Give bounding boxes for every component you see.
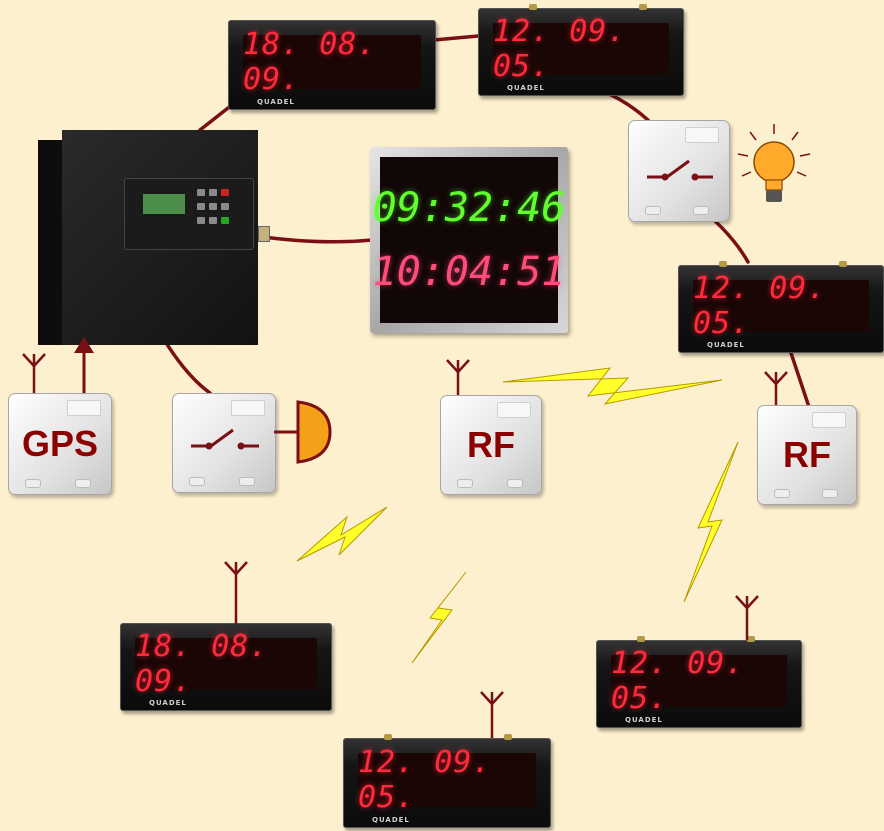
brand-label: QUADEL	[257, 98, 295, 106]
brand-label: QUADEL	[507, 84, 545, 92]
gps-receiver-box: GPS	[8, 393, 112, 495]
antenna-icon	[22, 353, 46, 396]
lightning-icon	[296, 506, 388, 562]
rf-receiver-box: RF	[757, 405, 857, 505]
led-display: 12. 09. 05. QUADEL	[596, 636, 802, 728]
control-panel	[124, 178, 254, 250]
antenna-icon	[480, 691, 504, 738]
lightning-icon	[683, 441, 739, 603]
switch-box-light	[628, 120, 730, 222]
display-date: 18. 08. 09.	[135, 629, 269, 699]
rf-label: RF	[467, 424, 515, 465]
switch-box-bell	[172, 393, 276, 493]
key-lock-icon	[258, 226, 270, 242]
led-display: 12. 09. 05. QUADEL	[343, 734, 551, 828]
brand-label: QUADEL	[149, 699, 187, 707]
display-date: 12. 09. 05.	[358, 745, 492, 815]
led-display: 18. 08. 09. QUADEL	[120, 623, 332, 711]
light-bulb-icon	[737, 124, 811, 202]
antenna-icon	[224, 561, 248, 624]
antenna-icon	[735, 595, 759, 640]
led-display: 18. 08. 09. QUADEL	[228, 20, 436, 110]
brand-label: QUADEL	[372, 816, 410, 824]
switch-icon	[191, 428, 259, 450]
led-display: 12. 09. 05. QUADEL	[478, 4, 684, 96]
brand-label: QUADEL	[625, 716, 663, 724]
clock-time-green: 09:32:46	[372, 185, 566, 231]
rf-label: RF	[783, 434, 831, 475]
brand-label: QUADEL	[707, 341, 745, 349]
big-clock-display: 09:32:46 10:04:51	[370, 147, 568, 333]
lcd-screen	[143, 194, 185, 214]
gps-label: GPS	[21, 423, 99, 464]
display-date: 12. 09. 05.	[493, 14, 627, 84]
rf-transmitter-box: RF	[440, 395, 542, 495]
display-date: 12. 09. 05.	[611, 646, 745, 716]
arrow-up-icon	[74, 337, 94, 393]
lightning-icon	[502, 367, 723, 405]
clock-time-red: 10:04:51	[372, 249, 566, 295]
switch-icon	[647, 159, 713, 181]
bell-icon	[274, 400, 332, 464]
led-display: 12. 09. 05. QUADEL	[678, 261, 884, 353]
display-date: 18. 08. 09.	[243, 27, 377, 97]
display-date: 12. 09. 05.	[693, 271, 827, 341]
lightning-icon	[411, 571, 467, 664]
master-clock-cabinet	[38, 130, 270, 345]
